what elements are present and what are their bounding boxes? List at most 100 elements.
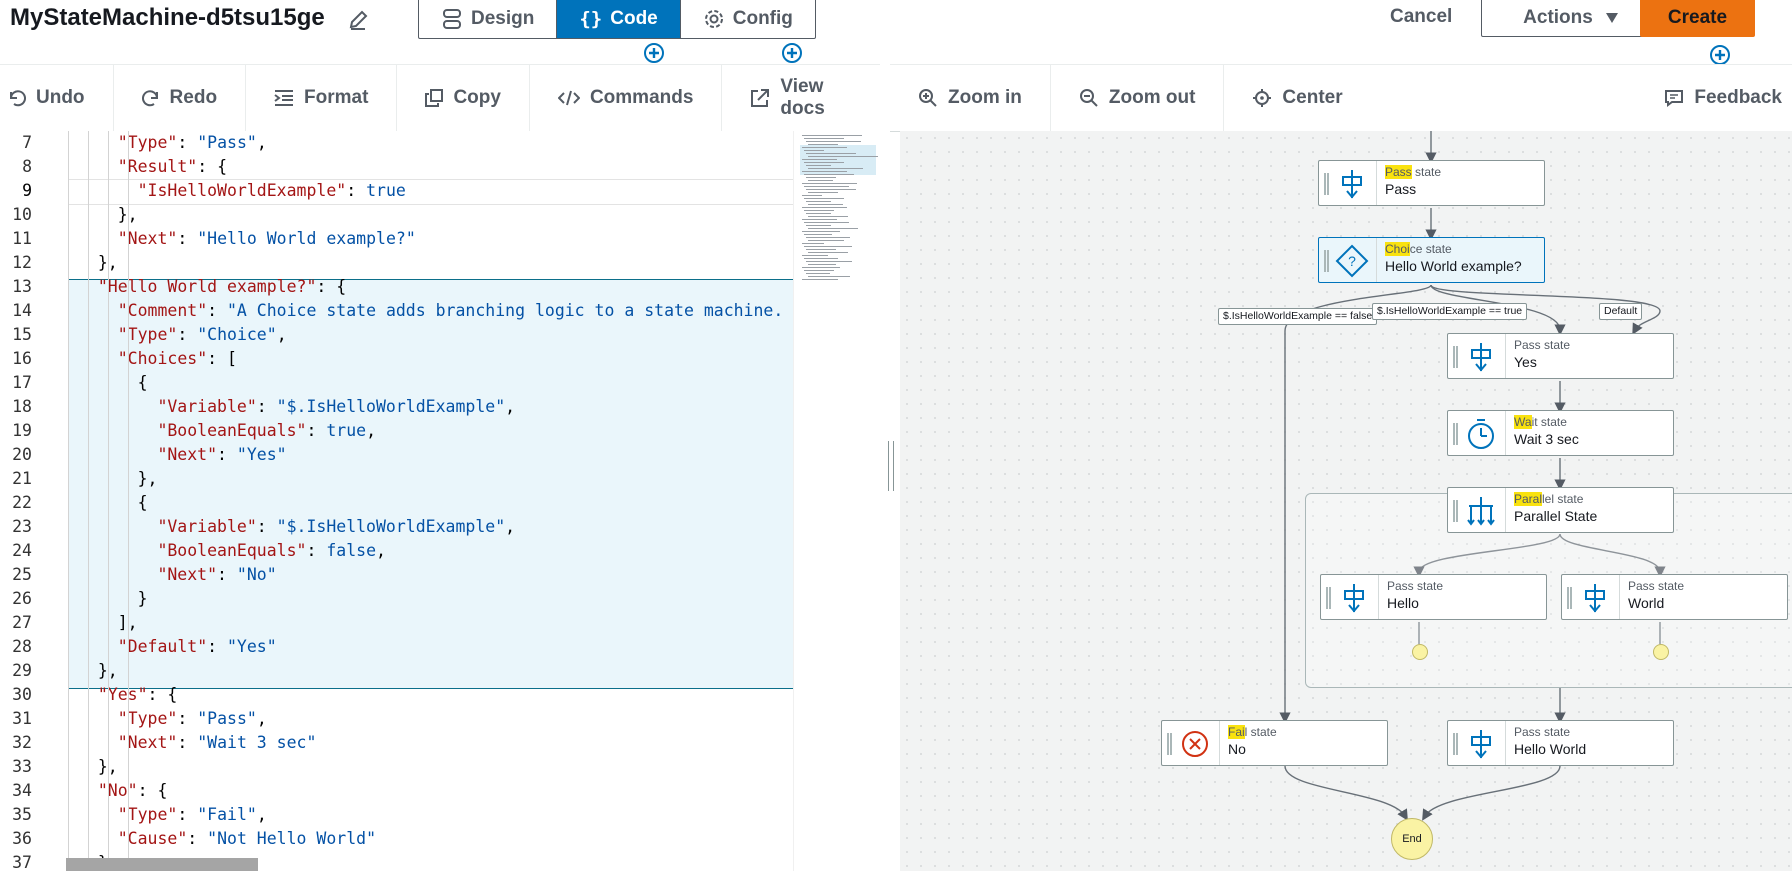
code-line[interactable]: 7"Type": "Pass", [0, 131, 793, 155]
minimap-line [802, 135, 862, 136]
state-node-parallel[interactable]: Parallel state Parallel State [1447, 487, 1674, 533]
code-text: "Default": "Yes" [118, 635, 277, 659]
drag-grip-icon[interactable] [1324, 173, 1329, 195]
redo-icon [141, 90, 158, 107]
edit-pencil-icon[interactable] [348, 9, 368, 36]
edge-label-false[interactable]: $.IsHelloWorldExample == false [1218, 308, 1378, 325]
code-line[interactable]: 29}, [0, 659, 793, 683]
tab-code[interactable]: {} Code [556, 0, 680, 38]
code-line[interactable]: 23"Variable": "$.IsHelloWorldExample", [0, 515, 793, 539]
undo-button[interactable]: Undo [0, 65, 114, 131]
add-plus-icon[interactable] [643, 42, 665, 64]
code-token: : [ [207, 349, 237, 368]
code-line[interactable]: 26} [0, 587, 793, 611]
code-line[interactable]: 15"Type": "Choice", [0, 323, 793, 347]
indent-guide [108, 131, 109, 871]
code-line[interactable]: 13"Hello World example?": { [0, 275, 793, 299]
actions-dropdown[interactable]: Actions [1481, 0, 1661, 37]
code-line[interactable]: 36"Cause": "Not Hello World" [0, 827, 793, 851]
end-node[interactable]: End [1391, 818, 1433, 860]
code-token: true [366, 181, 406, 200]
code-line[interactable]: 22{ [0, 491, 793, 515]
commands-button[interactable]: Commands [530, 65, 723, 131]
view-docs-button[interactable]: View docs [722, 65, 880, 131]
code-token: : [217, 565, 237, 584]
drag-grip-icon[interactable] [1453, 733, 1458, 755]
line-number: 35 [12, 805, 32, 824]
format-button[interactable]: Format [246, 65, 398, 131]
drag-grip-icon[interactable] [1453, 423, 1458, 445]
code-text-area[interactable]: 7"Type": "Pass",8"Result": {9"IsHelloWor… [0, 131, 793, 871]
code-token: "Variable" [157, 517, 257, 536]
minimap-line [802, 279, 838, 280]
state-node-hello-world[interactable]: Pass state Hello World [1447, 720, 1674, 766]
code-line[interactable]: 21}, [0, 467, 793, 491]
cancel-button[interactable]: Cancel [1390, 6, 1453, 27]
add-plus-icon[interactable] [781, 42, 803, 64]
code-line[interactable]: 14"Comment": "A Choice state adds branch… [0, 299, 793, 323]
zoom-in-button[interactable]: Zoom in [890, 65, 1051, 131]
code-line[interactable]: 35"Type": "Fail", [0, 803, 793, 827]
code-line[interactable]: 19"BooleanEquals": true, [0, 419, 793, 443]
code-line[interactable]: 30"Yes": { [0, 683, 793, 707]
tab-config[interactable]: Config [679, 0, 815, 38]
code-line[interactable]: 12}, [0, 251, 793, 275]
workflow-graph-canvas[interactable]: Pass state Pass ? Choice state Hello Wor… [900, 131, 1792, 871]
line-number: 20 [12, 445, 32, 464]
state-node-choice[interactable]: ? Choice state Hello World example? [1318, 237, 1545, 283]
create-button[interactable]: Create [1640, 0, 1755, 37]
code-line[interactable]: 34"No": { [0, 779, 793, 803]
code-line[interactable]: 16"Choices": [ [0, 347, 793, 371]
minimap-line [808, 252, 848, 253]
type-rest: it state [1531, 415, 1567, 429]
tab-design[interactable]: Design [419, 0, 556, 38]
drag-grip-icon[interactable] [1326, 587, 1331, 609]
drag-grip-icon[interactable] [1167, 733, 1172, 755]
minimap-line [802, 219, 837, 220]
add-plus-icon[interactable] [1709, 44, 1731, 66]
edge-label-true[interactable]: $.IsHelloWorldExample == true [1372, 303, 1528, 320]
state-node-hello[interactable]: Pass state Hello [1320, 574, 1547, 620]
code-line[interactable]: 10}, [0, 203, 793, 227]
panel-resize-handle[interactable] [888, 441, 894, 491]
code-line[interactable]: 33}, [0, 755, 793, 779]
state-node-yes[interactable]: Pass state Yes [1447, 333, 1674, 379]
horizontal-scrollbar[interactable] [66, 858, 258, 871]
drag-grip-icon[interactable] [1567, 587, 1572, 609]
state-node-fail[interactable]: Fail state No [1161, 720, 1388, 766]
drag-grip-icon[interactable] [1324, 250, 1329, 272]
edge-label-default[interactable]: Default [1599, 303, 1643, 320]
code-token: "Cause" [117, 829, 188, 848]
code-line[interactable]: 8"Result": { [0, 155, 793, 179]
code-minimap[interactable] [793, 131, 880, 871]
code-token: "A Choice state adds branching logic to … [227, 301, 793, 320]
state-node-world[interactable]: Pass state World [1561, 574, 1788, 620]
code-line[interactable]: 24"BooleanEquals": false, [0, 539, 793, 563]
code-line[interactable]: 17{ [0, 371, 793, 395]
state-node-wait[interactable]: Wait state Wait 3 sec [1447, 410, 1674, 456]
code-line[interactable]: 18"Variable": "$.IsHelloWorldExample", [0, 395, 793, 419]
code-line[interactable]: 31"Type": "Pass", [0, 707, 793, 731]
code-text: "Choices": [ [118, 347, 237, 371]
code-line[interactable]: 9"IsHelloWorldExample": true [0, 179, 793, 203]
code-line[interactable]: 28"Default": "Yes" [0, 635, 793, 659]
zoom-out-button[interactable]: Zoom out [1051, 65, 1225, 131]
code-token: }, [118, 205, 138, 224]
code-line[interactable]: 27], [0, 611, 793, 635]
feedback-button[interactable]: Feedback [1664, 65, 1782, 131]
drag-grip-icon[interactable] [1453, 500, 1458, 522]
code-token: "No" [236, 565, 277, 584]
minimap-line [804, 222, 849, 223]
state-node-pass[interactable]: Pass state Pass [1318, 160, 1545, 206]
code-line[interactable]: 11"Next": "Hello World example?" [0, 227, 793, 251]
line-number: 17 [12, 373, 32, 392]
redo-button[interactable]: Redo [114, 65, 247, 131]
code-line[interactable]: 25"Next": "No" [0, 563, 793, 587]
drag-grip-icon[interactable] [1453, 346, 1458, 368]
code-line[interactable]: 32"Next": "Wait 3 sec" [0, 731, 793, 755]
code-line[interactable]: 20"Next": "Yes" [0, 443, 793, 467]
branch-end-dot [1653, 644, 1669, 660]
code-editor[interactable]: 7"Type": "Pass",8"Result": {9"IsHelloWor… [0, 131, 880, 871]
copy-button[interactable]: Copy [397, 65, 530, 131]
center-button[interactable]: Center [1224, 65, 1370, 131]
